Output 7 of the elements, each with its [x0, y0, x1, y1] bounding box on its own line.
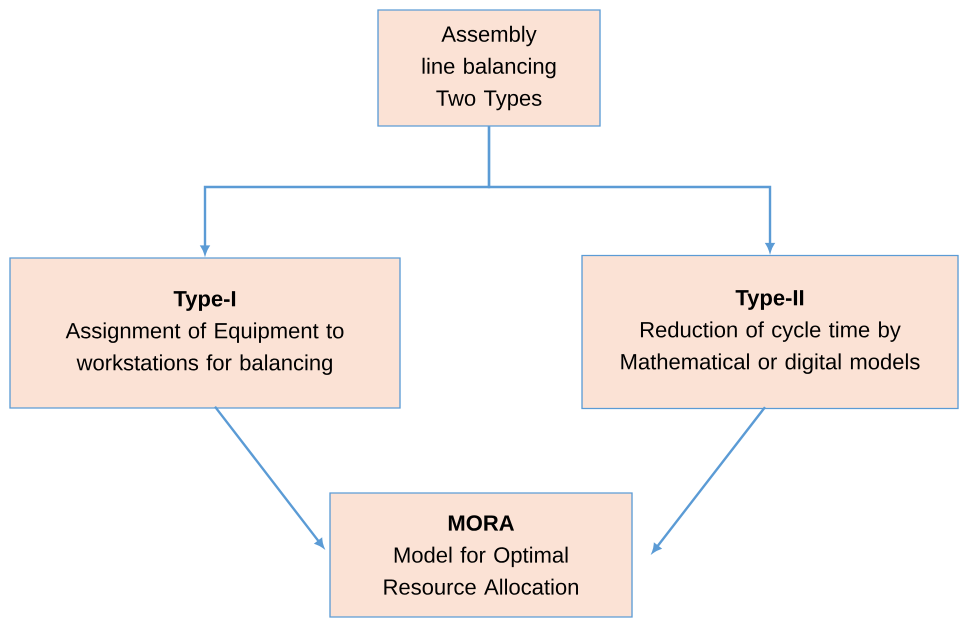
process-box: Type-II Reduction of cycle time by Mathematical or digital models [581, 254, 959, 410]
process-box: MORA Model for Optimal Resource Allocation [329, 492, 633, 618]
arrow [214, 406, 324, 548]
arrow [652, 406, 766, 553]
process-box: Assembly line balancing Two Types [377, 9, 601, 127]
arrow [488, 126, 774, 252]
process-box: Type-I Assignment of Equipment to workstations for balancing [9, 257, 401, 409]
